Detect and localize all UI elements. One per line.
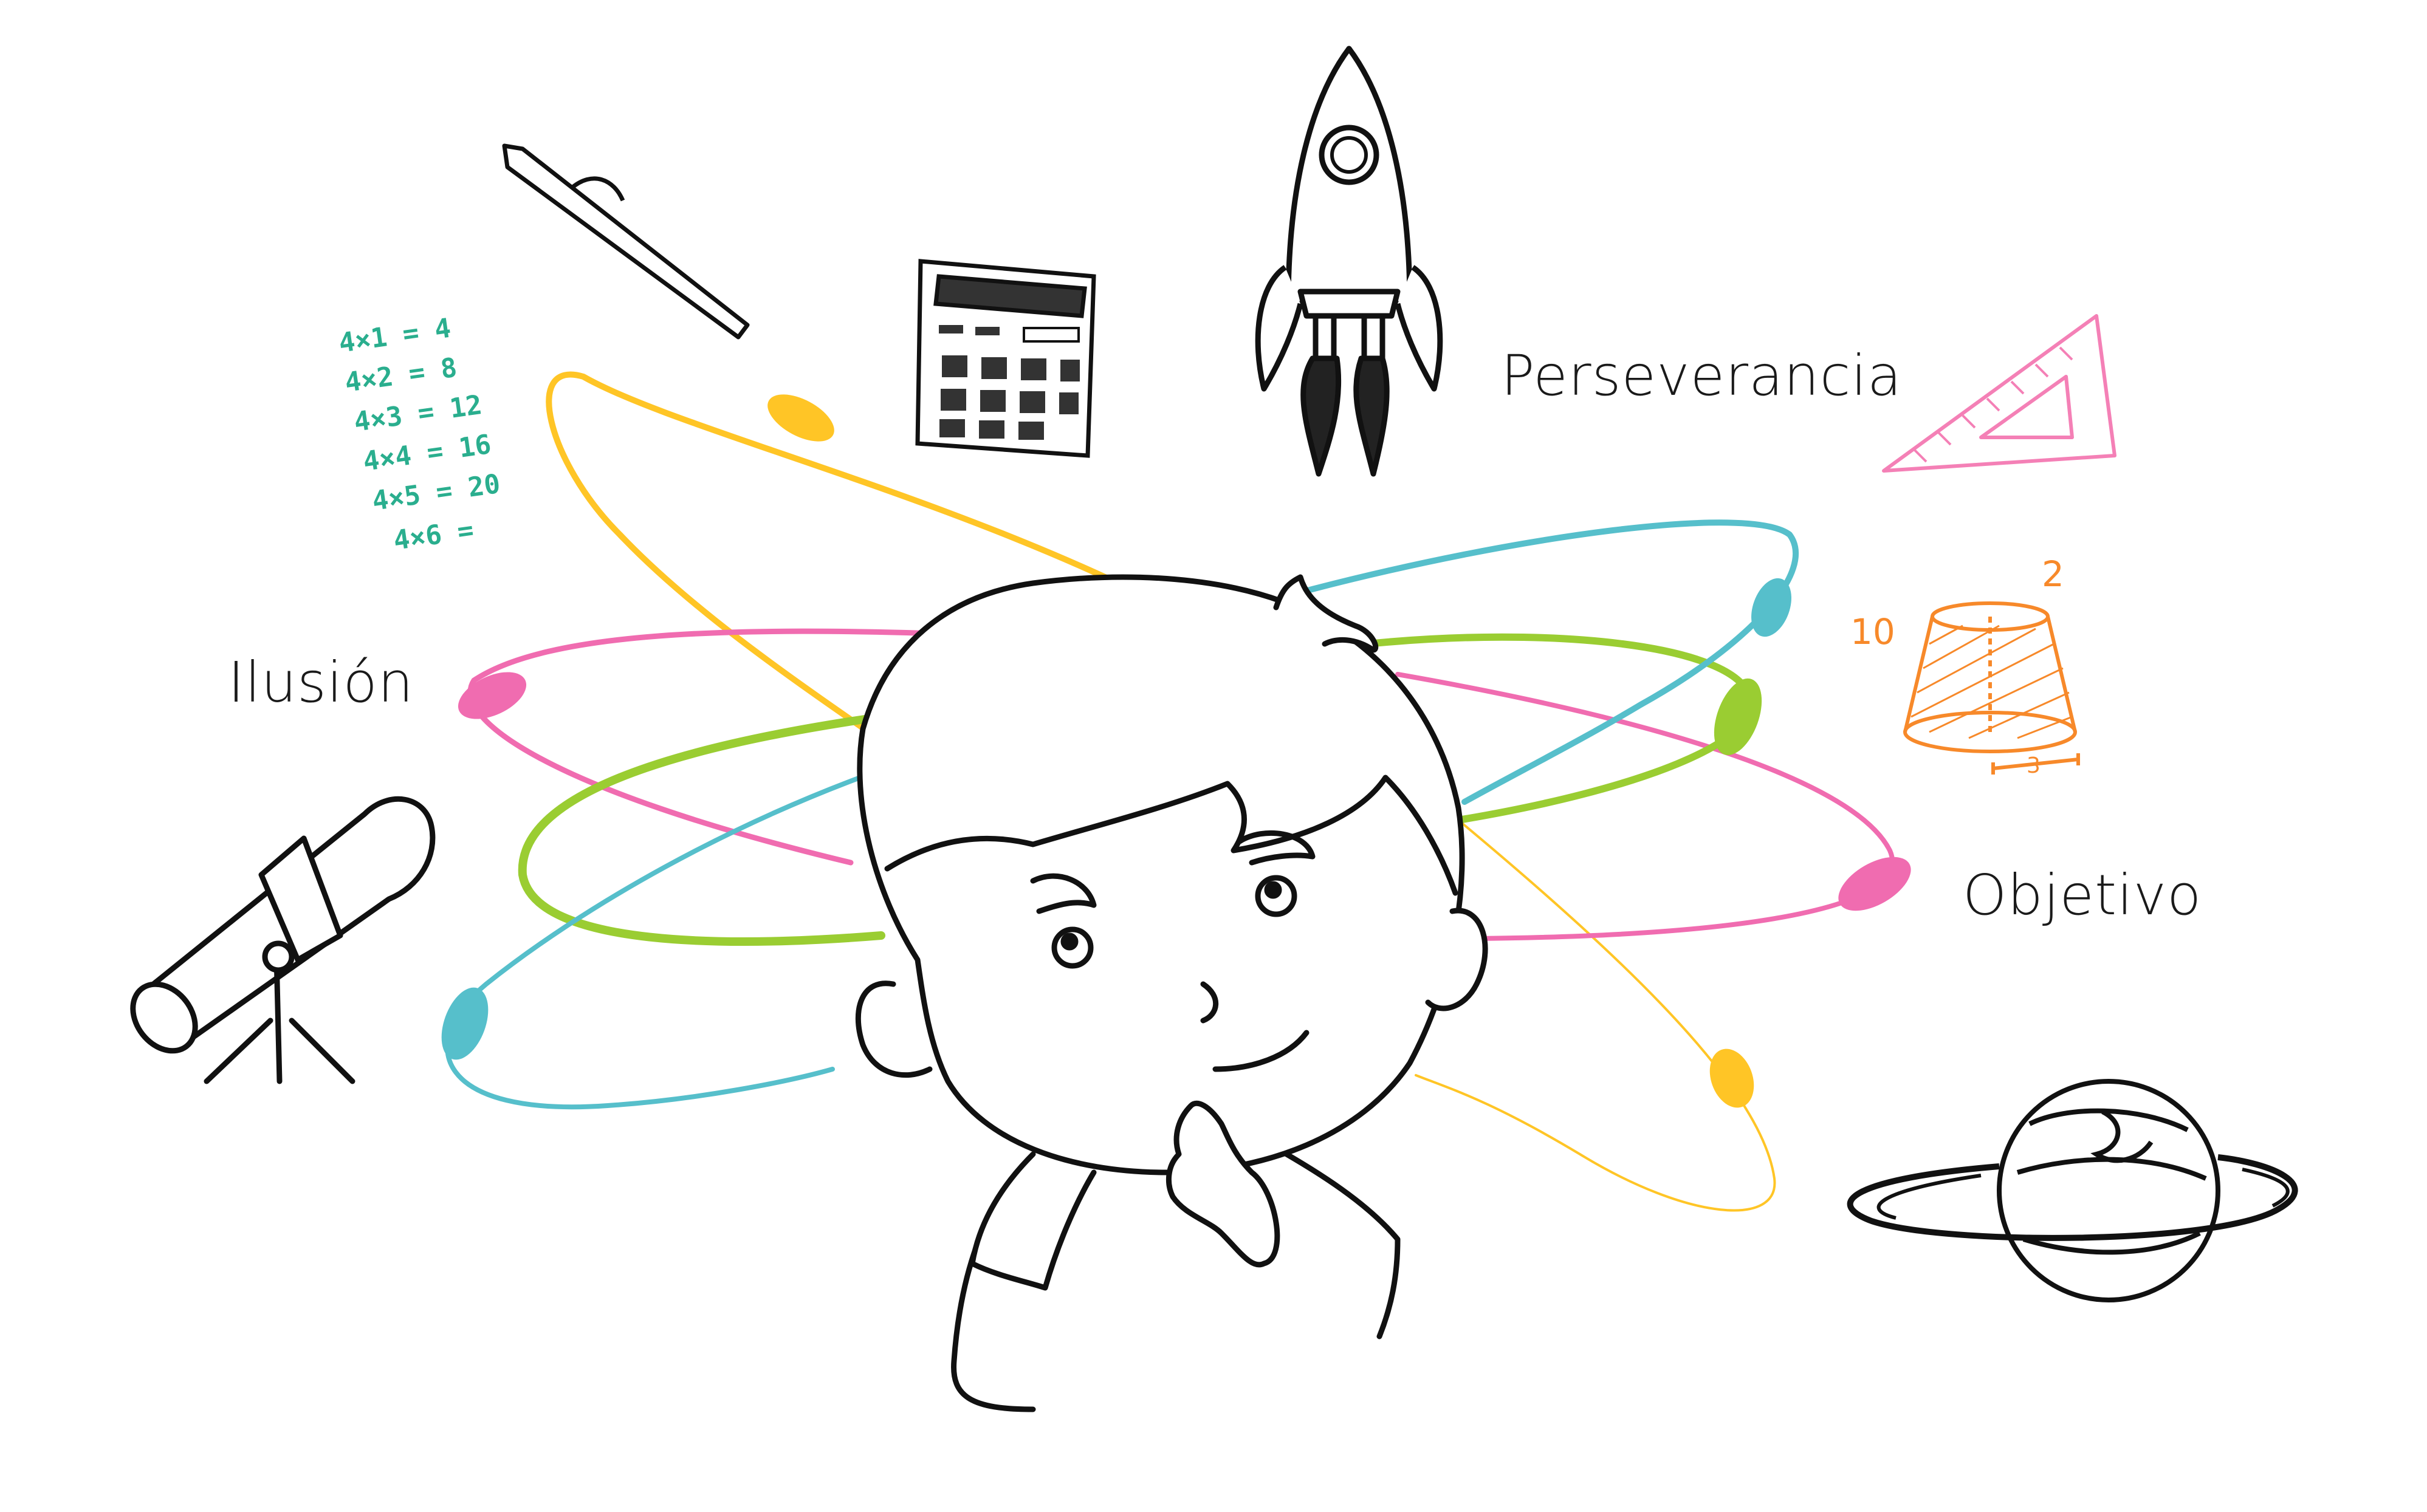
calculator-icon [915, 259, 1096, 458]
boy-hand [1165, 1100, 1280, 1268]
mult-line-3: 4×3 = 12 [352, 389, 484, 438]
boy-mouth [1212, 1030, 1310, 1072]
pen-icon [502, 143, 750, 340]
cyan-orbit-left [445, 757, 914, 1110]
rocket-icon [1255, 46, 1443, 477]
boy-eye-left-pupil [1060, 932, 1079, 951]
boy-hair-fringe [884, 775, 1458, 896]
mult-line-5: 4×5 = 20 [370, 468, 502, 517]
boy-shirt-right [1273, 1145, 1401, 1339]
truncated-cone-icon [1903, 601, 2080, 775]
boy-eyebrow-left [1030, 873, 1097, 914]
mult-line-1: 4×1 = 4 [337, 313, 453, 359]
cyan-bead-left [441, 987, 489, 1060]
pink-bead-right [1838, 857, 1911, 911]
green-bead-right [1714, 678, 1762, 756]
cyan-orbit [1297, 519, 1799, 805]
mult-line-6: 4×6 = [391, 515, 475, 556]
set-square-icon [1882, 314, 2116, 473]
cone-dimension-left: 10 [1850, 611, 1895, 652]
pink-orbit-right [1395, 672, 1895, 941]
boy-hair-tuft [1273, 574, 1379, 653]
orbit-beads [441, 394, 1911, 1108]
boy-eyebrow-right [1237, 830, 1316, 866]
cyan-bead-top [1751, 578, 1791, 637]
yellow-bead-bottom [1709, 1048, 1754, 1108]
label-ilusion: Ilusión [228, 650, 414, 715]
mult-line-4: 4×4 = 16 [361, 429, 493, 477]
boy-shirt [969, 1151, 1097, 1291]
pink-bead-left [458, 672, 527, 719]
telescope-icon [130, 796, 436, 1084]
label-objetivo: Objetivo [1963, 863, 2202, 928]
boy-ear-right [1425, 908, 1488, 1011]
planet-icon [1847, 1079, 2298, 1302]
yellow-orbit [546, 371, 1121, 853]
boy-ear-left [855, 980, 933, 1078]
boy-nose [1200, 981, 1219, 1024]
pink-orbit [467, 628, 975, 866]
mult-line-2: 4×2 = 8 [343, 352, 459, 399]
multiplication-table: 4×1 = 4 4×2 = 8 4×3 = 12 4×4 = 16 4×5 = … [337, 313, 502, 556]
green-orbit [518, 713, 885, 946]
yellow-bead-top [767, 394, 834, 442]
cone-dimension-top: 2 [2042, 553, 2064, 595]
label-perseverancia: Perseverancia [1501, 343, 1903, 408]
boy-thinking-illustration [855, 574, 1488, 1412]
cone-dimension-bottom: 3 [2027, 753, 2041, 778]
boy-eye-right-pupil [1264, 881, 1282, 899]
yellow-orbit-thin [1415, 819, 1776, 1212]
boy-head [857, 574, 1465, 1175]
